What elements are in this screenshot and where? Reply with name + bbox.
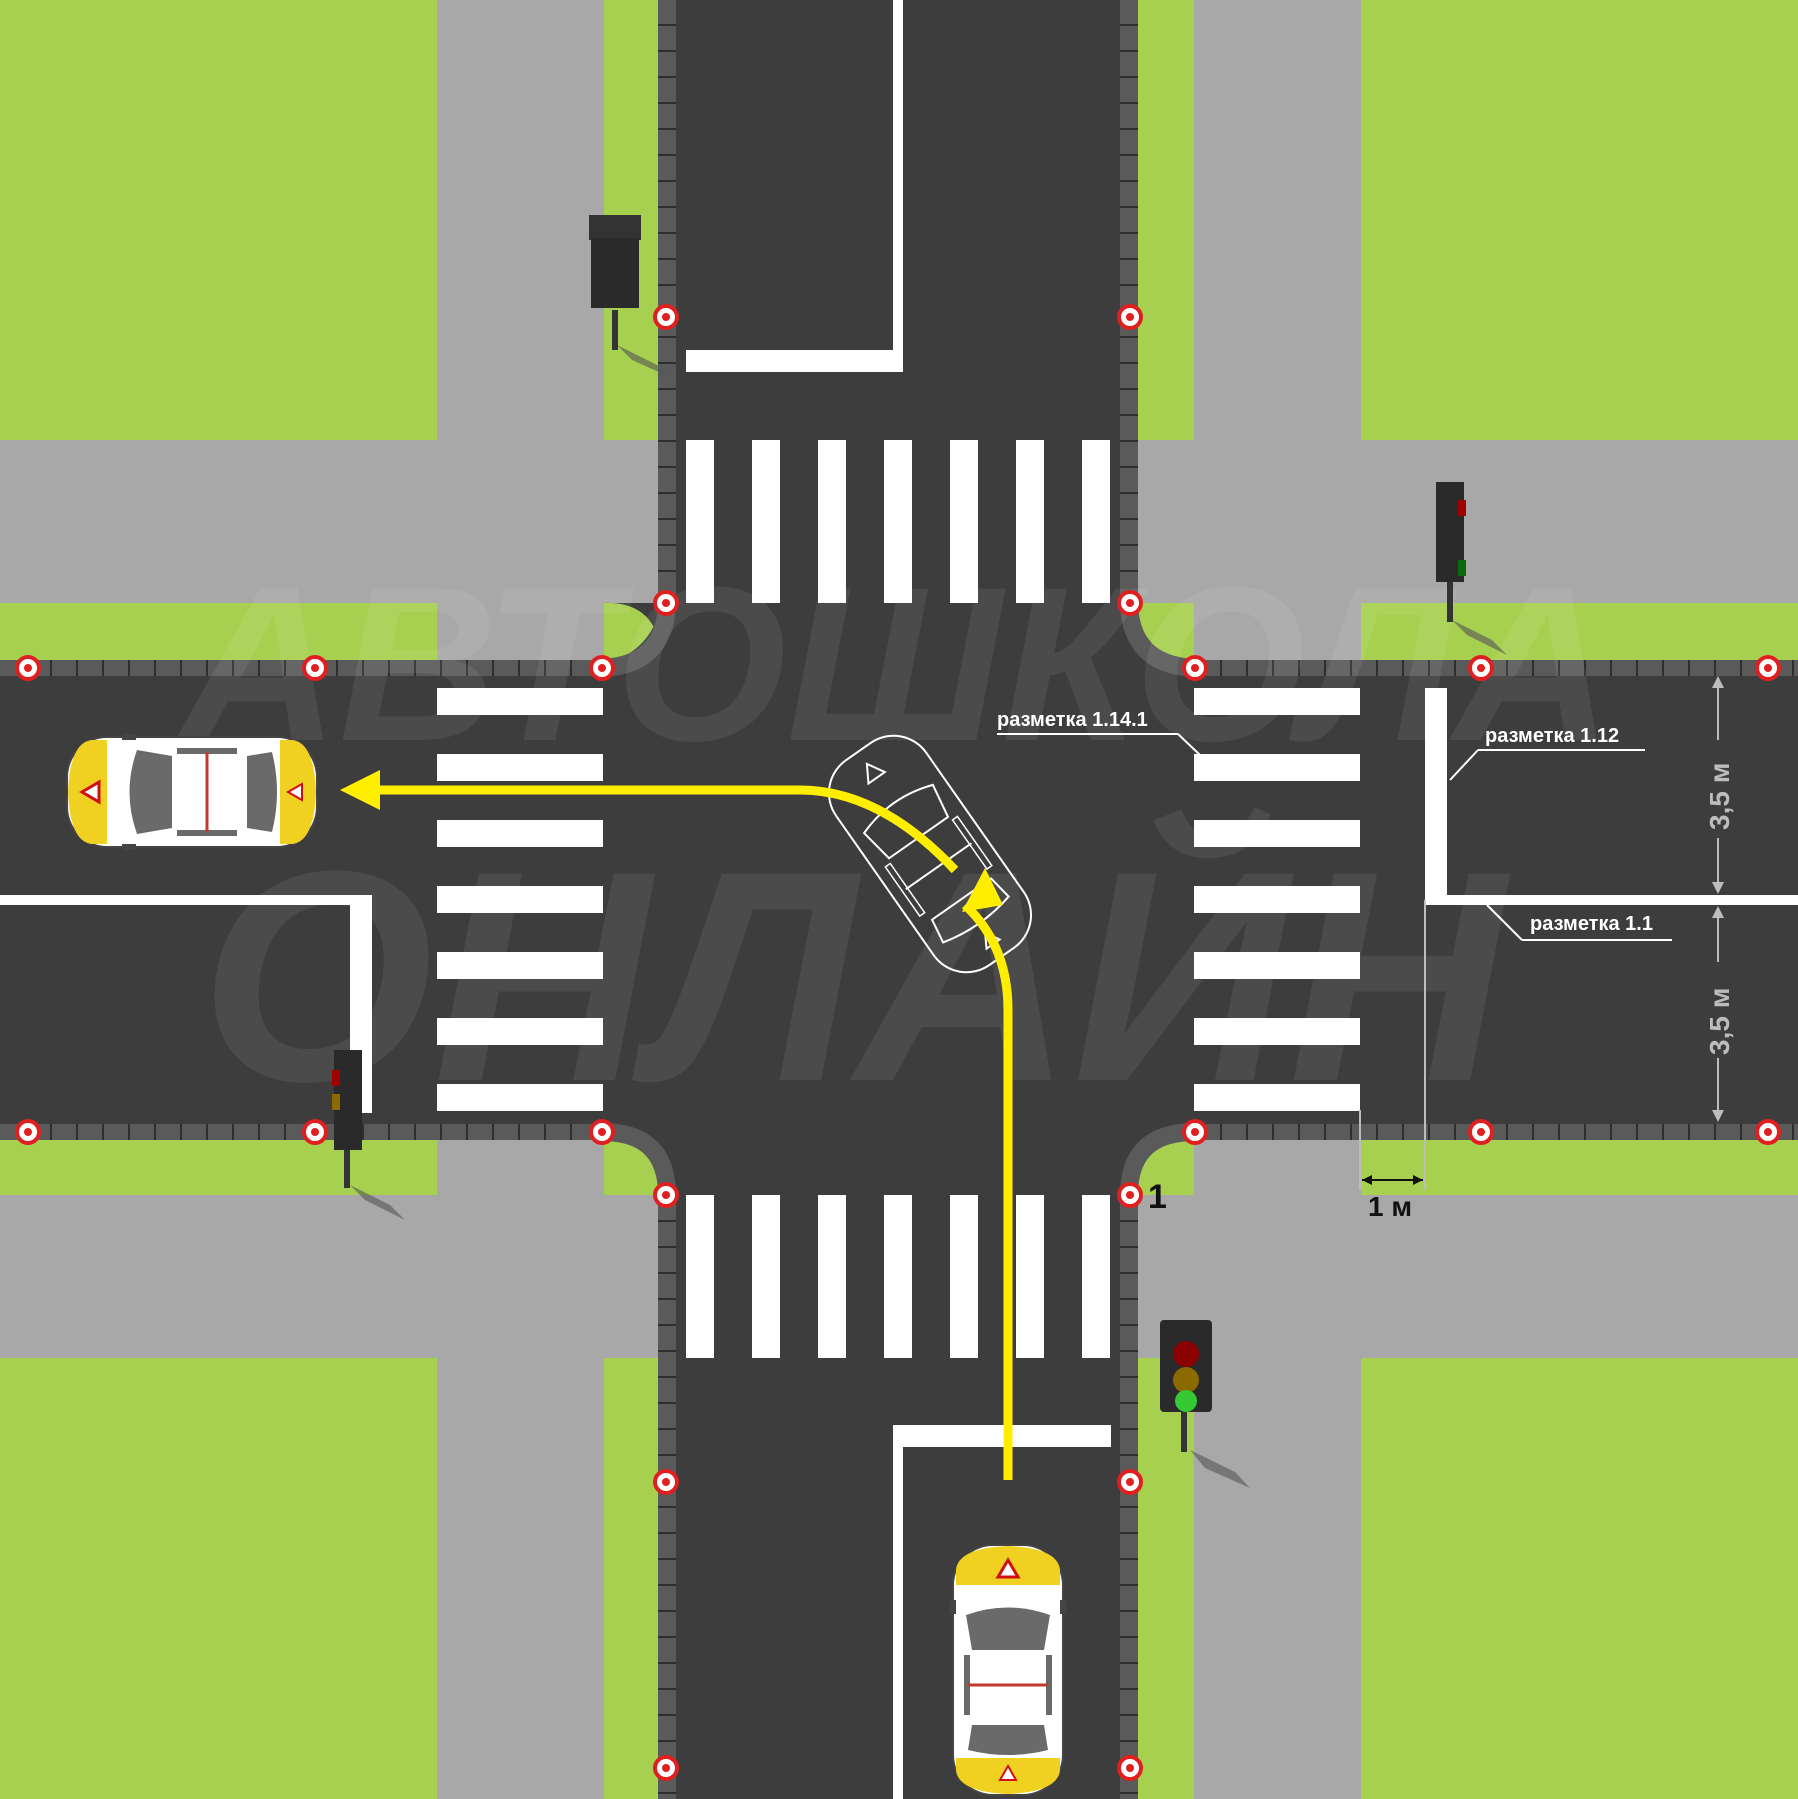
traffic-light-north [589, 215, 672, 378]
label-marking-1-12: разметка 1.12 [1449, 725, 1645, 781]
dimension-lane-lower: 3,5 м [1704, 906, 1735, 1122]
crosswalk-west [437, 688, 603, 1111]
yellow-signal [1173, 1367, 1199, 1393]
green-signal [1175, 1390, 1197, 1412]
svg-text:разметка 1.1: разметка 1.1 [1530, 913, 1653, 935]
learner-car-start [948, 1543, 1068, 1797]
svg-text:3,5 м: 3,5 м [1704, 988, 1735, 1055]
crosswalk-north [686, 440, 1110, 603]
watermark: АВТОШКОЛА ОНЛАЙН [175, 541, 1612, 1144]
route-arrow-final [380, 785, 959, 874]
traffic-light-south [1160, 1320, 1250, 1488]
route-arrow-head-1 [962, 868, 1003, 912]
red-signal [1173, 1341, 1199, 1367]
crosswalk-south [686, 1195, 1110, 1358]
svg-text:разметка 1.12: разметка 1.12 [1485, 725, 1619, 747]
crosswalk-east [1194, 688, 1360, 1111]
traffic-light-east [1436, 482, 1507, 655]
traffic-light-west [332, 1050, 405, 1220]
svg-text:разметка 1.14.1: разметка 1.14.1 [997, 709, 1148, 731]
dimension-stop-line: 1 м [1359, 900, 1426, 1222]
point-number: 1 [1148, 1178, 1167, 1216]
label-marking-1-1: разметка 1.1 [1486, 904, 1672, 941]
dimension-lane-upper: 3,5 м [1704, 676, 1735, 894]
svg-text:1 м: 1 м [1368, 1191, 1412, 1222]
route-arrow [961, 901, 1013, 1480]
learner-car-finish [65, 732, 319, 852]
label-marking-1-14-1: разметка 1.14.1 [997, 709, 1201, 756]
svg-text:3,5 м: 3,5 м [1704, 763, 1735, 830]
route-arrow-head-2 [340, 770, 380, 810]
